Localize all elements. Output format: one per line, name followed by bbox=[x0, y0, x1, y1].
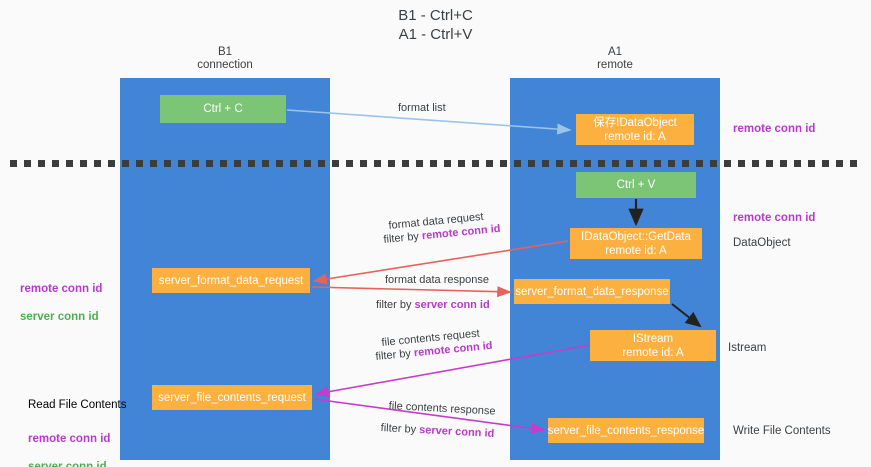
caption-filter-prefix: filter by bbox=[375, 347, 415, 363]
caption-format-list: format list bbox=[398, 102, 446, 114]
caption-filter-key: server conn id bbox=[414, 299, 490, 311]
label-remote-conn-id-mid: remote conn id bbox=[733, 212, 816, 224]
label-group-conn-ids-left: remote conn id server conn id bbox=[20, 268, 102, 338]
label-left-server-conn-id: server conn id bbox=[20, 311, 99, 323]
edge-file-contents-request bbox=[314, 344, 591, 398]
node-ctrl-c[interactable]: Ctrl + C bbox=[160, 95, 286, 123]
node-istream[interactable]: IStream remote id: A bbox=[590, 330, 716, 361]
label-left-remote-conn-id: remote conn id bbox=[20, 283, 103, 295]
node-ctrl-v[interactable]: Ctrl + V bbox=[576, 172, 696, 198]
edge-response-to-istream bbox=[671, 303, 702, 328]
label-left2-remote-conn-id: remote conn id bbox=[28, 433, 111, 445]
caption-filter-prefix: filter by bbox=[376, 299, 415, 311]
edge-file-contents-response bbox=[313, 398, 546, 434]
edge-format-list bbox=[286, 109, 572, 135]
label-dataobject: DataObject bbox=[733, 237, 791, 249]
node-server-file-contents-request[interactable]: server_file_contents_request bbox=[152, 385, 312, 410]
column-header-b1: B1 connection bbox=[197, 46, 253, 71]
node-idataobject-getdata[interactable]: IDataObject::GetData remote id: A bbox=[570, 228, 702, 259]
caption-filter-prefix: filter by bbox=[380, 422, 420, 436]
node-save-idataobject[interactable]: 保存IDataObject remote id: A bbox=[576, 114, 694, 145]
label-istream: Istream bbox=[728, 342, 767, 354]
edge-format-data-response bbox=[311, 286, 512, 298]
label-group-read-file-contents: Read File Contents remote conn id server… bbox=[28, 384, 126, 467]
label-write-file-contents: Write File Contents bbox=[733, 425, 831, 437]
page-title: B1 - Ctrl+C A1 - Ctrl+V bbox=[398, 7, 473, 43]
node-server-file-contents-response[interactable]: server_file_contents_response bbox=[548, 418, 704, 443]
caption-format-data-response: format data response bbox=[385, 274, 489, 286]
label-remote-conn-id-top: remote conn id bbox=[733, 123, 816, 135]
node-server-format-data-request[interactable]: server_format_data_request bbox=[152, 268, 310, 293]
label-left2-server-conn-id: server conn id bbox=[28, 461, 107, 467]
caption-filter-prefix: filter by bbox=[383, 230, 423, 246]
caption-format-data-response-filter: filter by server conn id bbox=[376, 299, 490, 312]
column-header-a1: A1 remote bbox=[597, 46, 633, 71]
node-server-format-data-response[interactable]: server_format_data_response bbox=[514, 279, 670, 304]
section-divider bbox=[10, 160, 861, 167]
edge-format-data-request bbox=[312, 240, 569, 285]
caption-filter-key: server conn id bbox=[418, 424, 495, 440]
label-read-file-contents: Read File Contents bbox=[28, 399, 127, 411]
